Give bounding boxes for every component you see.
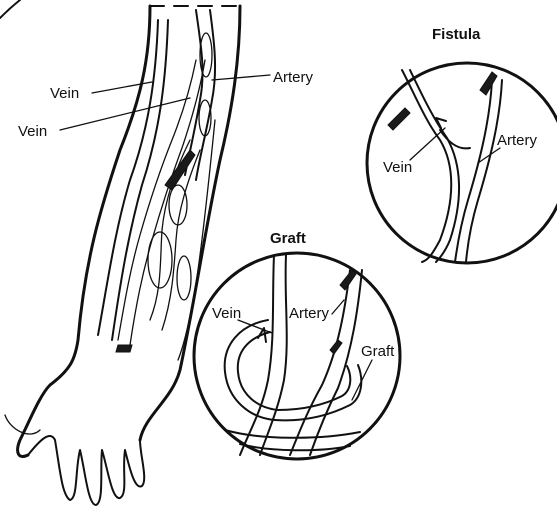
graft-inset: Graft Vein Artery Graft <box>194 230 400 459</box>
fistula-title: Fistula <box>432 26 481 43</box>
arm-vein-lower-label: Vein <box>18 123 47 140</box>
graft-title: Graft <box>270 230 306 247</box>
graft-graft-label: Graft <box>361 343 395 360</box>
arm-vein-lower-leader <box>60 98 190 130</box>
fistula-vein-label: Vein <box>383 159 412 176</box>
fistula-vein-leader <box>410 128 445 160</box>
fistula-artery-label: Artery <box>497 132 538 149</box>
arm-illustration <box>0 0 240 505</box>
fistula-inset: Fistula Artery Vein <box>367 26 557 263</box>
arm-artery-label: Artery <box>273 69 314 86</box>
graft-graft-leader <box>352 360 372 400</box>
graft-loop <box>225 320 362 420</box>
arm-labels: Vein Vein Artery <box>18 69 314 140</box>
hand-outline <box>28 436 144 505</box>
arm-vein-upper-label: Vein <box>50 85 79 102</box>
graft-artery-label: Artery <box>289 305 330 322</box>
arm-vein-upper-leader <box>92 82 152 93</box>
graft-vein-label: Vein <box>212 305 241 322</box>
graft-artery-leader <box>332 300 344 314</box>
arm-artery-leader <box>212 75 270 80</box>
